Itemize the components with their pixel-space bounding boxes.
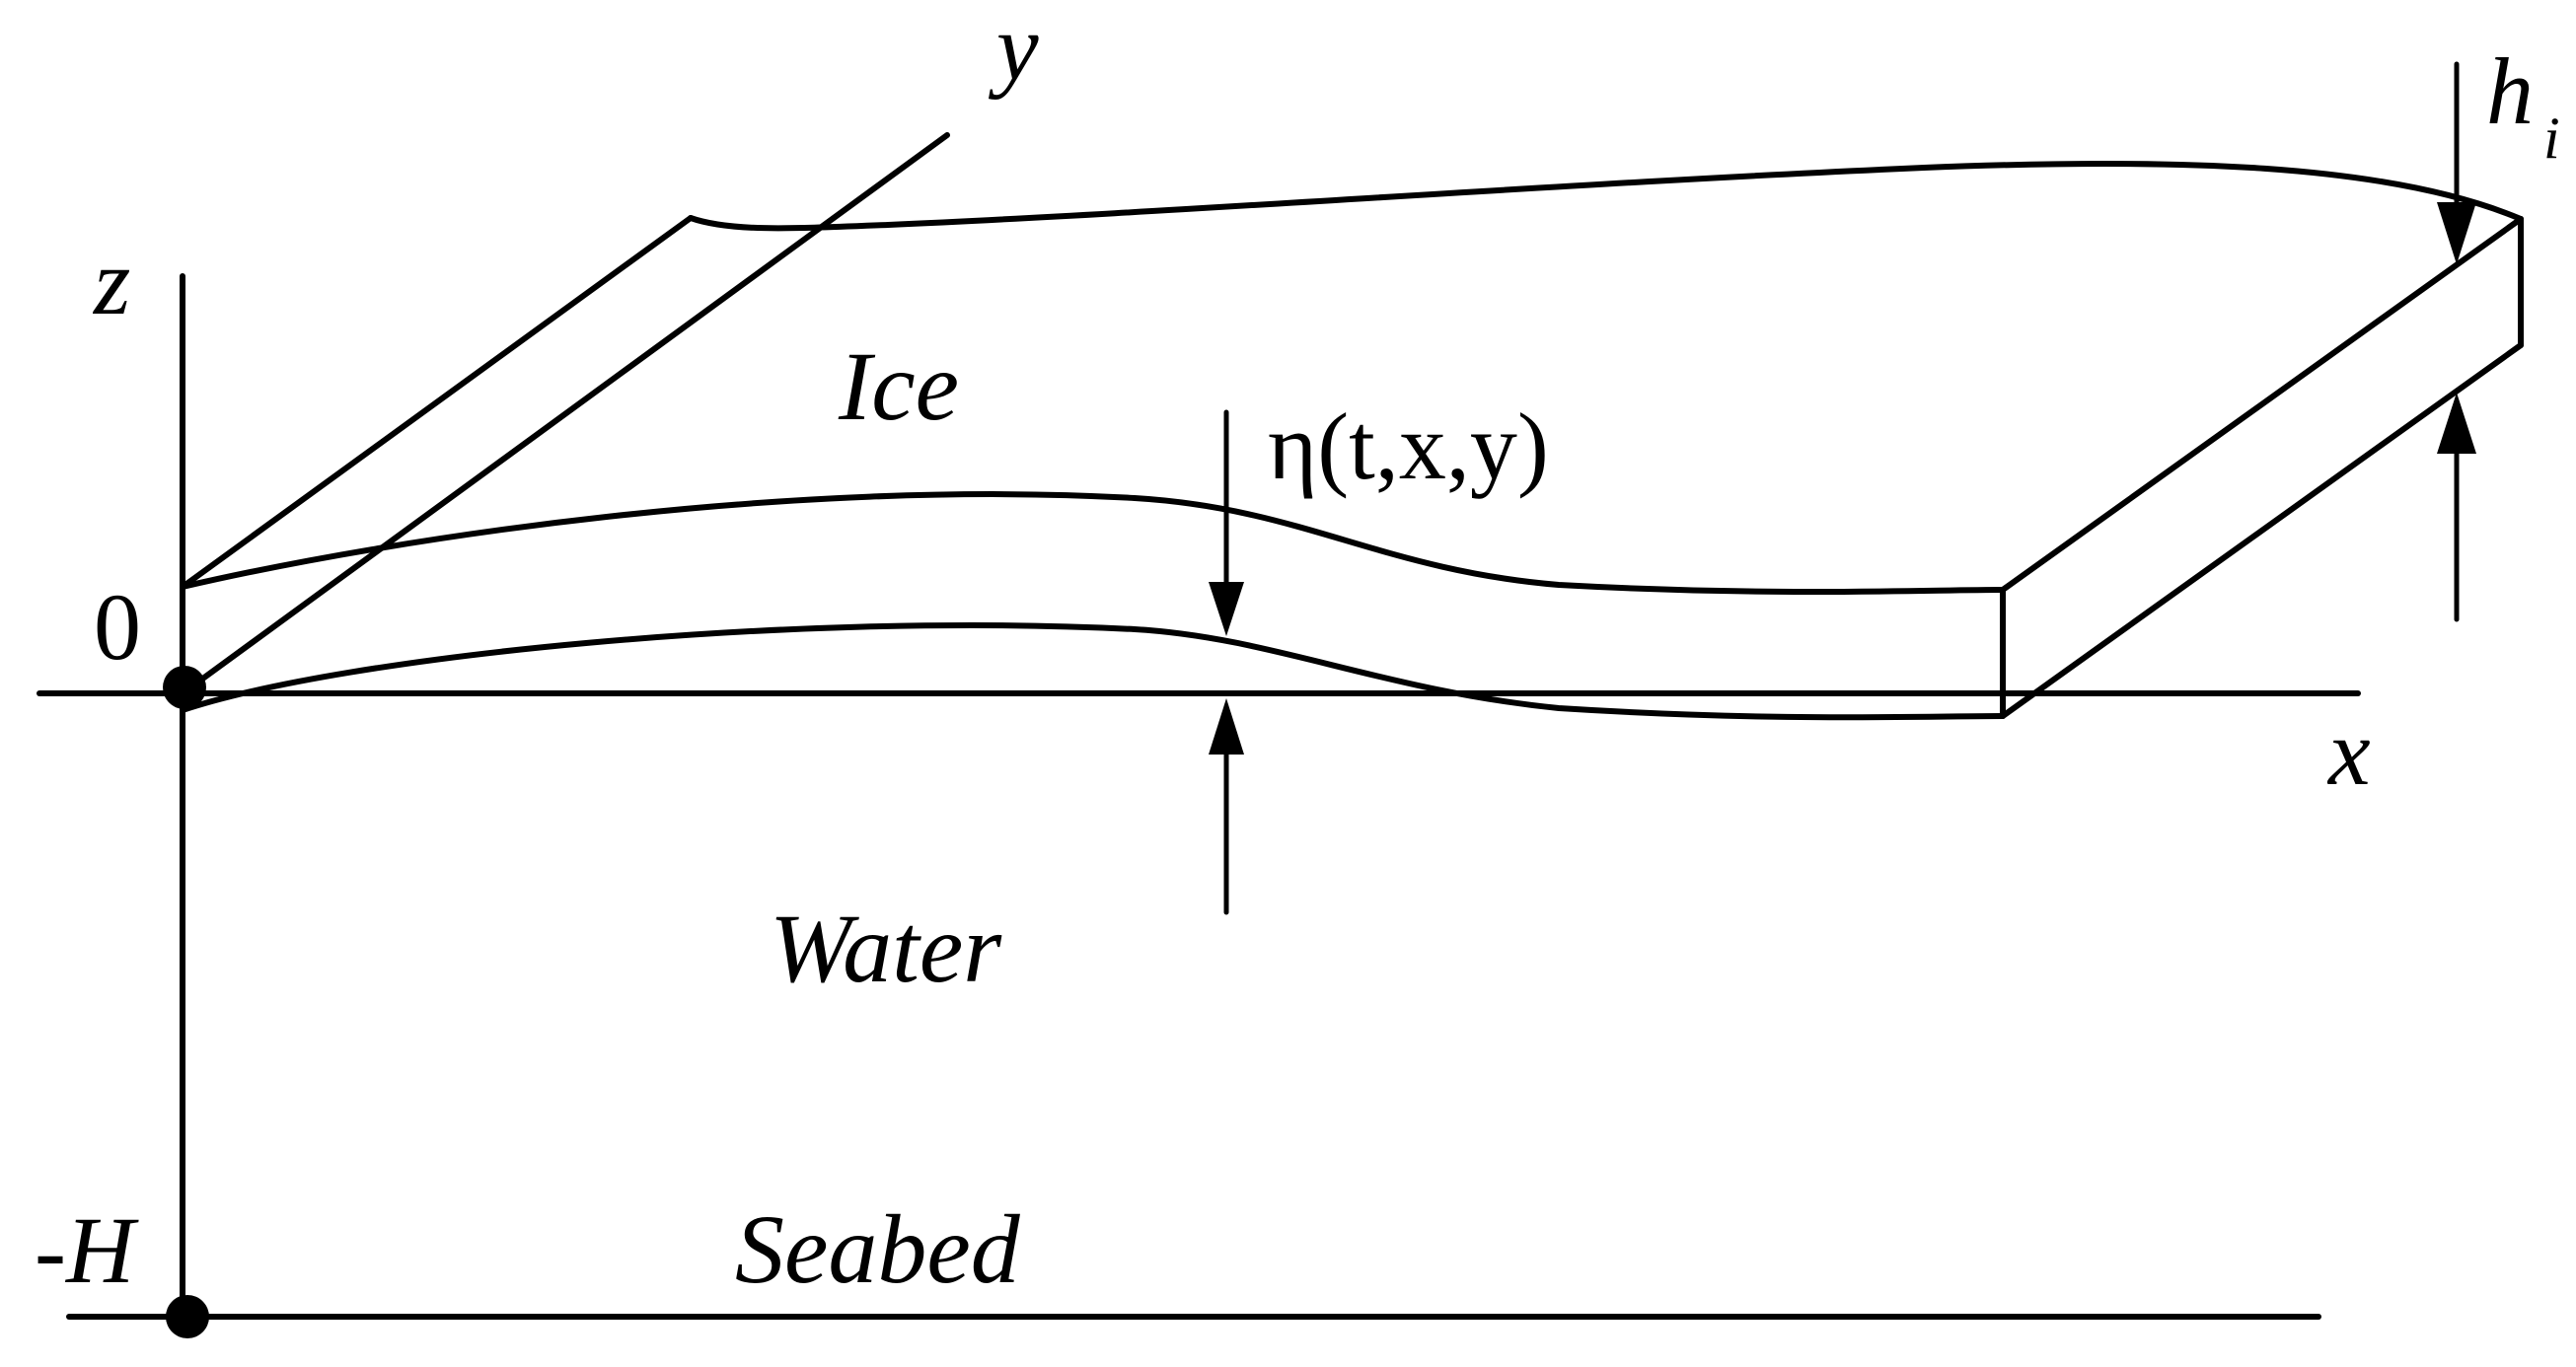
thickness-label: h [2486, 38, 2534, 144]
ice-top-front-edge [180, 491, 2006, 596]
seabed-dot [166, 1295, 209, 1338]
seabed-label: Seabed [735, 1194, 1021, 1304]
thickness-arrowhead-top [2437, 202, 2476, 264]
ice-left-edge [180, 215, 694, 590]
eta-arrowhead-top [1209, 582, 1244, 636]
y-axis [180, 132, 950, 696]
eta-arrowhead-bottom [1209, 698, 1244, 755]
x-axis-label: x [2326, 699, 2371, 805]
z-axis-label: z [92, 229, 130, 334]
ice-right-bottom-edge [2000, 342, 2524, 719]
deflection-label: η(t,x,y) [1268, 394, 1549, 499]
y-axis-label: y [988, 0, 1039, 100]
depth-label: -H [35, 1197, 139, 1303]
water-label: Water [770, 894, 1002, 1003]
thickness-subscript: i [2543, 106, 2560, 171]
ice-right-top-edge [2000, 216, 2524, 593]
origin-label: 0 [94, 574, 141, 680]
origin-dot [163, 666, 206, 709]
ice-label: Ice [838, 331, 959, 441]
thickness-arrowhead-bottom [2437, 393, 2476, 454]
ice-bottom-front-edge [180, 621, 2006, 721]
ice-top-back-edge [688, 160, 2524, 232]
